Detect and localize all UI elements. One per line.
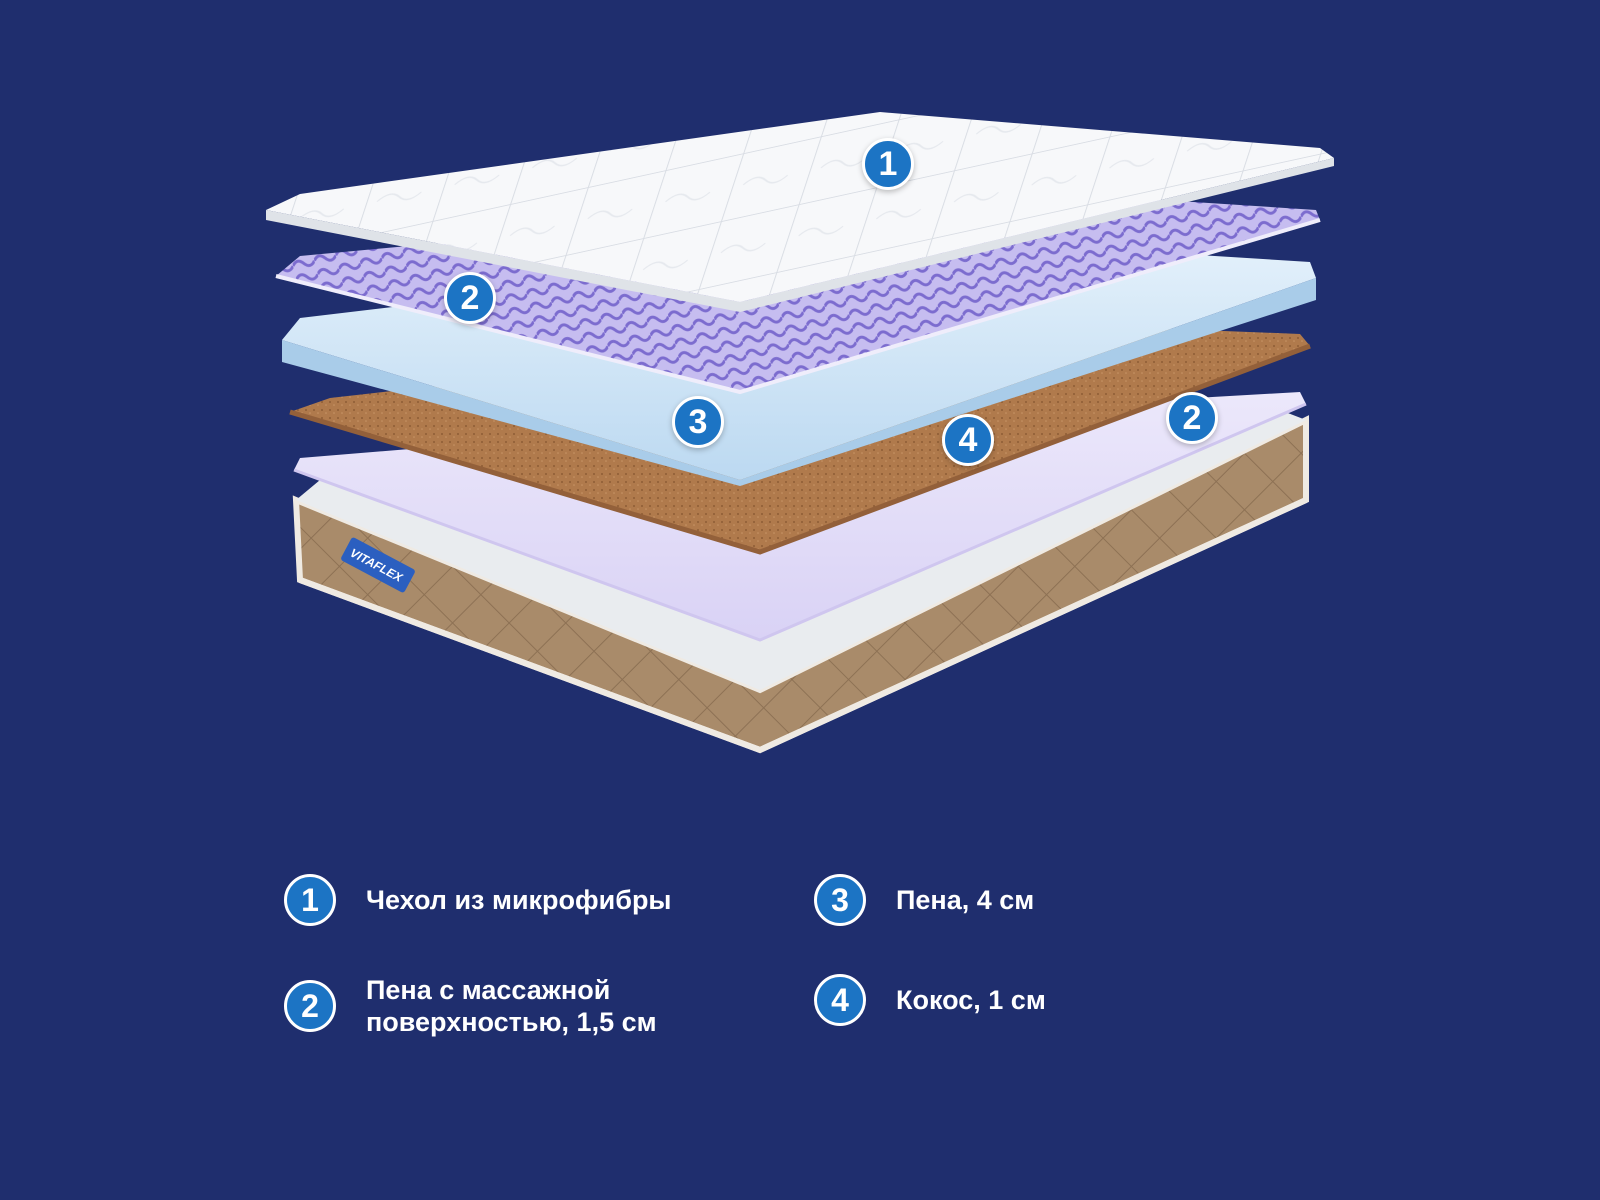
legend-item-massage-foam: 2 Пена с массажной поверхностью, 1,5 см — [284, 974, 657, 1038]
marker-foam: 3 — [672, 396, 724, 448]
legend-label: Чехол из микрофибры — [366, 885, 672, 915]
legend-item-foam: 3 Пена, 4 см — [814, 874, 1034, 926]
mattress-base: VITAFLEX — [292, 410, 1309, 754]
marker-massage-foam-bottom: 2 — [1166, 392, 1218, 444]
legend-number: 1 — [284, 874, 336, 926]
marker-massage-foam-top: 2 — [444, 272, 496, 324]
legend-label: Пена, 4 см — [896, 885, 1035, 915]
legend-item-cover: 1 Чехол из микрофибры — [284, 874, 672, 926]
legend-label: Пена с массажной поверхностью, 1,5 см — [366, 975, 657, 1037]
legend-number: 4 — [814, 974, 866, 1026]
legend-item-coconut: 4 Кокос, 1 см — [814, 974, 1046, 1026]
cover-layer — [266, 112, 1334, 312]
legend-number: 2 — [284, 980, 336, 1032]
legend: 1 Чехол из микрофибры 2 Пена с массажной… — [284, 874, 1184, 1074]
marker-coconut: 4 — [942, 414, 994, 466]
marker-cover: 1 — [862, 138, 914, 190]
legend-number: 3 — [814, 874, 866, 926]
legend-label: Кокос, 1 см — [896, 985, 1046, 1015]
